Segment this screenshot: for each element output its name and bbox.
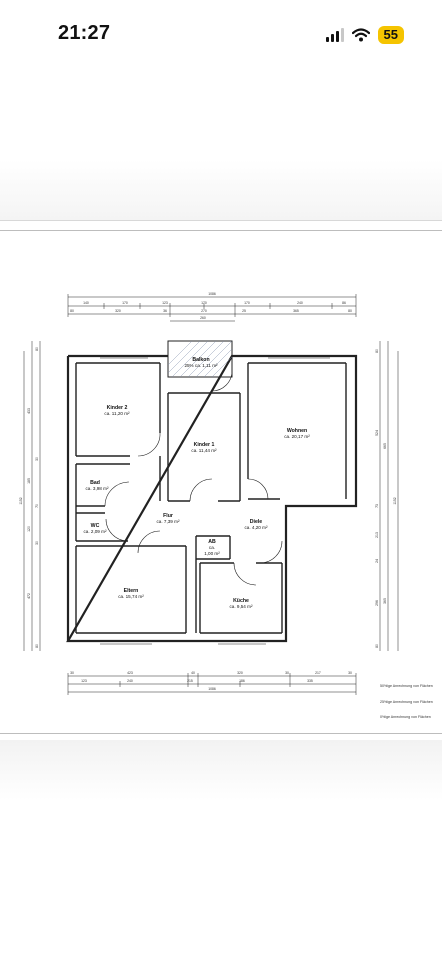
dimension-label: 186	[239, 679, 245, 683]
dimension-label: 30	[35, 541, 39, 545]
room-area-eltern: ca. 15,74 m²	[118, 594, 144, 599]
room-label-kinder2: Kinder 2	[107, 405, 128, 411]
floor-plan-drawing: 1086 140 170 123 170 170 240 86 80 320 3…	[19, 292, 433, 719]
room-area-wc: ca. 2,09 m²	[84, 529, 107, 534]
dimension-label: 30	[35, 457, 39, 461]
room-label-flur: Flur	[163, 513, 173, 519]
dimension-label: 170	[201, 301, 207, 305]
dimension-label: 433	[27, 408, 31, 414]
dimension-label: 80	[70, 309, 74, 313]
top-toolbar-area	[0, 160, 442, 221]
dimension-label: 335	[307, 679, 313, 683]
room-label-kinder1: Kinder 1	[194, 442, 215, 448]
room-label-bad: Bad	[90, 480, 100, 486]
dimension-label: 472	[27, 593, 31, 599]
dimension-label: 86	[342, 301, 346, 305]
dimension-label: 123	[162, 301, 168, 305]
dimension-label: 665	[383, 443, 387, 449]
dimension-label: 170	[244, 301, 250, 305]
dimension-label: 365	[293, 309, 299, 313]
dimension-label: ca.	[209, 545, 215, 550]
room-area-ab: 1,00 m²	[204, 551, 220, 556]
dimension-label: 80	[375, 349, 379, 353]
room-label-wc: WC	[91, 523, 100, 529]
dimension-label: 73	[375, 504, 379, 508]
dimension-label: 185	[27, 478, 31, 484]
dimension-label: 1152	[19, 497, 23, 504]
dimension-label: 140	[83, 301, 89, 305]
dimension-label: 70	[35, 504, 39, 508]
dimension-label: 217	[315, 671, 321, 675]
dimension-label: 123	[81, 679, 87, 683]
dimension-label: 423	[127, 671, 133, 675]
room-area-kinder2: ca. 11,20 m²	[104, 411, 130, 416]
battery-indicator: 55	[377, 26, 404, 44]
floor-plan-sheet[interactable]: 1086 140 170 123 170 170 240 86 80 320 3…	[0, 230, 442, 734]
room-area-flur: ca. 7,39 m²	[157, 519, 180, 524]
dimension-label: 320	[115, 309, 121, 313]
room-label-kueche: Küche	[233, 598, 249, 604]
dimension-label: 25	[242, 309, 246, 313]
dimension-label: 30	[70, 671, 74, 675]
clock: 21:27	[58, 22, 111, 44]
room-area-kinder1: ca. 11,44 m²	[191, 448, 217, 453]
room-label-wohnen: Wohnen	[287, 428, 307, 434]
dimension-label: 80	[375, 644, 379, 648]
dimension-label: 296	[375, 600, 379, 606]
dimension-label: 1086	[208, 687, 216, 691]
cellular-signal-icon	[325, 28, 344, 42]
dimension-label: 524	[375, 430, 379, 436]
dimension-label: 320	[237, 671, 243, 675]
legend-item-25: 25%ige Anrechnung von Flächen	[380, 700, 433, 704]
dimension-label: 365	[383, 598, 387, 604]
dimension-label: 260	[200, 316, 206, 320]
dimension-label: 80	[35, 644, 39, 648]
dimension-label: 24	[375, 559, 379, 563]
bottom-toolbar-area	[0, 740, 442, 800]
dimension-label: 80	[35, 347, 39, 351]
dimension-label: 240	[297, 301, 303, 305]
dimension-label: 30	[348, 671, 352, 675]
dimension-label: 40	[191, 671, 195, 675]
room-label-eltern: Eltern	[124, 588, 139, 594]
room-area-balkon: 25% ca. 1,11 m²	[184, 363, 218, 368]
legend-item-50: 50%ige Anrechnung von Flächen	[380, 684, 433, 688]
dimension-label: 1152	[393, 497, 397, 504]
wifi-icon	[351, 28, 370, 42]
room-area-bad: ca. 3,98 m²	[86, 486, 109, 491]
dimension-label: 36	[163, 309, 167, 313]
room-area-diele: ca. 4,20 m²	[245, 525, 268, 530]
dimension-label: 240	[127, 679, 133, 683]
dimension-label: 120	[27, 526, 31, 532]
legend-item-0: 0%ige Anrechnung von Flächen	[380, 715, 431, 719]
room-area-kueche: ca. 9,54 m²	[230, 604, 253, 609]
status-bar: 21:27 55	[0, 0, 442, 72]
dimension-label: 215	[187, 679, 193, 683]
dimension-label: 170	[122, 301, 128, 305]
room-label-ab: AB	[208, 539, 216, 545]
room-label-balkon: Balkon	[192, 357, 209, 363]
dimension-label: 30	[285, 671, 289, 675]
dimension-label: 213	[375, 532, 379, 538]
dimension-label: 270	[201, 309, 207, 313]
status-icons: 55	[325, 26, 404, 44]
dimension-label: 80	[348, 309, 352, 313]
room-label-diele: Diele	[250, 519, 263, 525]
dimension-label: 1086	[208, 292, 216, 296]
room-area-wohnen: ca. 20,17 m²	[284, 434, 310, 439]
